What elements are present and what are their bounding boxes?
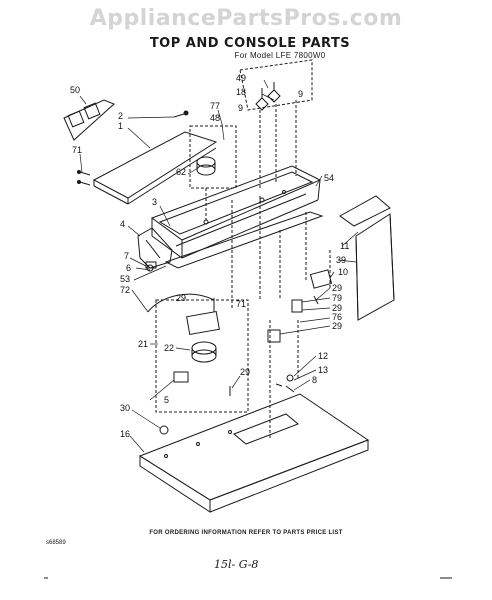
part-group-21-box <box>155 299 249 413</box>
callout-13: 13 <box>318 365 329 375</box>
callout-76: 76 <box>332 312 343 322</box>
callout-79: 79 <box>332 293 343 303</box>
diagram-code: s68589 <box>46 540 66 546</box>
callout-8: 8 <box>312 375 318 385</box>
model-subtitle: For Model LFE 7800W0 <box>234 51 326 60</box>
part-9-knobs <box>255 82 281 111</box>
part-group-49-box <box>239 59 313 111</box>
part-30-grommet <box>159 425 169 435</box>
part-10-vent-assembly <box>339 195 395 321</box>
part-72-wire <box>147 293 215 313</box>
callout-9-right: 9 <box>298 89 304 99</box>
callout-29-d: 29 <box>332 321 343 331</box>
callout-62: 62 <box>176 167 187 177</box>
ordering-info-footer: FOR ORDERING INFORMATION REFER TO PARTS … <box>149 530 343 536</box>
callout-10: 10 <box>338 267 349 277</box>
callout-71-lower: 71 <box>236 299 247 309</box>
callout-30: 30 <box>120 403 131 413</box>
callout-50: 50 <box>70 85 81 95</box>
callout-53: 53 <box>120 274 131 284</box>
callout-6: 6 <box>126 263 132 273</box>
part-5-clip <box>173 371 189 383</box>
part-53-base-strip <box>145 211 324 272</box>
callout-29: 29 <box>176 293 187 303</box>
part-group-62-box <box>189 125 237 189</box>
part-4-end-cap <box>137 227 173 269</box>
watermark-text: AppliancePartsPros.com <box>89 6 403 31</box>
callout-21: 21 <box>138 339 149 349</box>
callout-18: 18 <box>236 87 247 97</box>
part-2-screw <box>173 113 185 118</box>
handwritten-note: 15l- G-8 <box>214 558 259 571</box>
page-title: TOP AND CONSOLE PARTS <box>149 36 351 51</box>
callout-3: 3 <box>152 197 158 207</box>
callout-49: 49 <box>236 73 247 83</box>
callout-12: 12 <box>318 351 329 361</box>
callout-7: 7 <box>124 251 130 261</box>
leader-lines-dashed <box>205 100 331 440</box>
part-12-13-8-hardware <box>275 374 295 393</box>
callout-71: 71 <box>72 145 83 155</box>
part-62-knob <box>196 156 216 176</box>
callout-2: 2 <box>118 111 124 121</box>
callout-11: 11 <box>340 241 350 251</box>
callout-54: 54 <box>324 173 335 183</box>
callout-29-b: 29 <box>332 283 343 293</box>
part-71-screws <box>77 170 91 186</box>
callout-16: 16 <box>120 429 131 439</box>
callout-9-left: 9 <box>238 103 244 113</box>
callout-48: 48 <box>210 113 221 123</box>
callout-1: 1 <box>118 121 124 131</box>
callout-4: 4 <box>120 219 126 229</box>
callout-39: 39 <box>336 255 347 265</box>
callout-72: 72 <box>120 285 131 295</box>
part-54-top-housing <box>150 165 322 259</box>
part-50-bracket <box>63 99 115 141</box>
part-22-motor <box>186 310 220 363</box>
part-16-top-panel <box>138 393 370 513</box>
leader-lines <box>79 79 359 453</box>
callout-29-e: 29 <box>240 367 251 377</box>
part-39-switch <box>267 269 333 343</box>
callout-5: 5 <box>164 395 170 405</box>
callout-77: 77 <box>210 101 221 111</box>
callout-29-c: 29 <box>332 303 343 313</box>
callout-22: 22 <box>164 343 175 353</box>
